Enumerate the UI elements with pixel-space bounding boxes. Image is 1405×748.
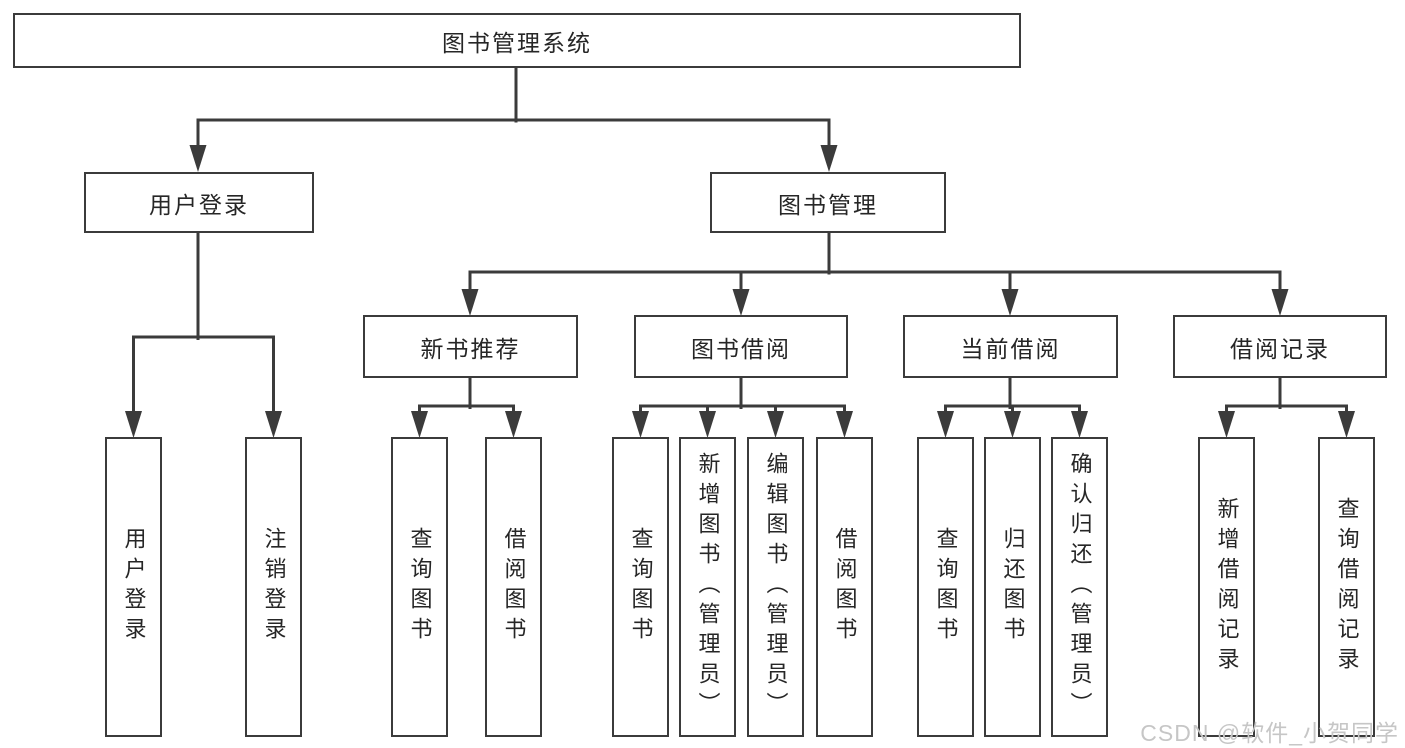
leaf-query-book-2: 查询图书 xyxy=(612,437,669,737)
node-user-login: 用户登录 xyxy=(84,172,314,233)
node-label: 借阅图书 xyxy=(501,527,527,647)
leaf-logout: 注销登录 xyxy=(245,437,302,737)
node-label: 编辑图书（管理员） xyxy=(763,452,789,722)
node-label: 确认归还（管理员） xyxy=(1067,452,1093,722)
node-book-management: 图书管理 xyxy=(710,172,946,233)
node-label: 查询图书 xyxy=(933,527,959,647)
node-label: 归还图书 xyxy=(1000,527,1026,647)
connector-user-login-to-leaves xyxy=(125,231,282,438)
node-book-borrow: 图书借阅 xyxy=(634,315,848,378)
node-label: 查询图书 xyxy=(407,527,433,647)
node-current-borrow: 当前借阅 xyxy=(903,315,1118,378)
connector-root-to-level2 xyxy=(189,66,838,172)
connector-book-management-to-level3 xyxy=(461,231,1289,316)
csdn-watermark: CSDN @软件_小贺同学 xyxy=(1140,720,1399,746)
leaf-borrow-book-1: 借阅图书 xyxy=(485,437,542,737)
node-label: 新增借阅记录 xyxy=(1214,497,1240,677)
node-label: 用户登录 xyxy=(121,527,147,647)
leaf-confirm-return-admin: 确认归还（管理员） xyxy=(1051,437,1108,737)
node-label: 新书推荐 xyxy=(420,335,521,362)
connector-book-borrow-to-leaves xyxy=(632,376,853,438)
leaf-return-book: 归还图书 xyxy=(984,437,1041,737)
node-label: 借阅图书 xyxy=(832,527,858,647)
leaf-add-borrow-record: 新增借阅记录 xyxy=(1198,437,1255,737)
node-label: 新增图书（管理员） xyxy=(695,452,721,722)
node-new-book-recommend: 新书推荐 xyxy=(363,315,578,378)
node-label: 查询借阅记录 xyxy=(1334,497,1360,677)
connector-borrow-records-to-leaves xyxy=(1218,376,1355,438)
leaf-query-book-3: 查询图书 xyxy=(917,437,974,737)
node-label: 图书管理 xyxy=(778,191,878,218)
node-label: 用户登录 xyxy=(149,191,249,218)
node-label: 图书管理系统 xyxy=(442,29,592,56)
connector-new-book-recommend-to-leaves xyxy=(411,376,522,438)
leaf-add-book-admin: 新增图书（管理员） xyxy=(679,437,736,737)
leaf-borrow-book-2: 借阅图书 xyxy=(816,437,873,737)
node-root: 图书管理系统 xyxy=(13,13,1021,68)
leaf-query-borrow-record: 查询借阅记录 xyxy=(1318,437,1375,737)
leaf-query-book-1: 查询图书 xyxy=(391,437,448,737)
node-label: 图书借阅 xyxy=(691,335,791,362)
node-label: 查询图书 xyxy=(628,527,654,647)
leaf-edit-book-admin: 编辑图书（管理员） xyxy=(747,437,804,737)
node-borrow-records: 借阅记录 xyxy=(1173,315,1387,378)
node-label: 当前借阅 xyxy=(960,335,1061,362)
node-label: 借阅记录 xyxy=(1230,335,1330,362)
node-label: 注销登录 xyxy=(261,527,287,647)
leaf-user-login: 用户登录 xyxy=(105,437,162,737)
connector-current-borrow-to-leaves xyxy=(937,376,1088,438)
